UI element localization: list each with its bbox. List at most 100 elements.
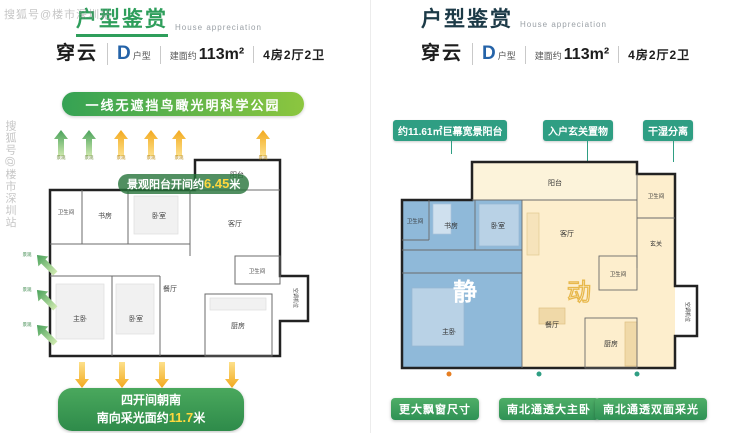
right-plan-furniture xyxy=(411,203,638,367)
right-header: 户型鉴赏 House appreciation xyxy=(421,8,607,34)
left-unit-area: 建面约 113m² xyxy=(159,46,245,64)
callout-foyer-storage: 入户玄关置物 xyxy=(543,120,613,141)
view-arrow-icon xyxy=(82,130,96,156)
left-unit-layout: 4房2厅2卫 xyxy=(253,46,325,63)
south-note-value: 11.7 xyxy=(168,409,194,425)
right-type-word: 户型 xyxy=(497,51,516,61)
room-label-master: 主卧 xyxy=(442,327,456,336)
left-floor-plan: 卫生间 书房 卧室 阳台 客厅 卫生间 餐厅 主卧 卧室 厨房 空调机位 xyxy=(23,130,310,388)
feature-dot-orange xyxy=(446,371,452,377)
room-label-kitchen: 厨房 xyxy=(231,321,245,330)
right-type-letter: D xyxy=(482,43,496,64)
room-label-balcony: 阳台 xyxy=(548,178,562,187)
svg-text:景观: 景观 xyxy=(57,155,66,161)
feature-pill-baywindow: 更大飘窗尺寸 xyxy=(391,398,479,420)
room-label-bath1: 卫生间 xyxy=(407,217,424,225)
panel-right: 户型鉴赏 House appreciation 穿云 D 户型 建面约 113m… xyxy=(370,0,740,433)
right-unit-type: D 户型 xyxy=(472,43,516,65)
room-label-master: 主卧 xyxy=(73,314,87,323)
left-page-title: 户型鉴赏 xyxy=(76,8,168,38)
room-label-ac: 空调机位 xyxy=(292,288,299,308)
zone-quiet-char: 静 xyxy=(453,279,477,306)
callout-connector xyxy=(673,138,674,162)
svg-text:景观: 景观 xyxy=(23,252,32,258)
south-facing-note: 四开间朝南 南向采光面约11.7米 xyxy=(58,388,244,431)
right-unit-area: 建面约 113m² xyxy=(524,46,610,64)
right-plan-room-labels: 卫生间 书房 卧室 阳台 客厅 主卧 餐厅 厨房 卫生间 卫生间 玄关 空调机位 xyxy=(407,178,691,348)
view-arrow-labels-top: 景观 景观 景观 景观 景观 景观 xyxy=(57,155,268,161)
feature-dots xyxy=(446,371,640,377)
feature-dot-teal xyxy=(634,371,640,377)
room-label-bath2: 卫生间 xyxy=(249,267,266,275)
room-label-living: 客厅 xyxy=(560,229,574,238)
right-plan-outline xyxy=(400,160,699,370)
room-label-bedroom: 卧室 xyxy=(491,221,505,230)
room-label-bath3: 卫生间 xyxy=(648,192,665,200)
right-page-title-en: House appreciation xyxy=(520,20,607,30)
right-unit-name: 穿云 xyxy=(421,43,464,64)
svg-text:景观: 景观 xyxy=(175,155,184,161)
balcony-note-prefix: 景观阳台开间约 xyxy=(127,179,204,191)
svg-text:景观: 景观 xyxy=(85,155,94,161)
callout-balcony: 约11.61㎡巨幕宽景阳台 xyxy=(393,120,508,141)
right-plan-partitions xyxy=(402,174,675,369)
south-arrow-icon xyxy=(115,362,129,388)
balcony-note-suffix: 米 xyxy=(229,179,241,191)
right-floor-plan: 卫生间 书房 卧室 阳台 客厅 主卧 餐厅 厨房 卫生间 卫生间 玄关 空调机位… xyxy=(400,160,699,377)
room-label-foyer: 玄关 xyxy=(650,240,662,248)
view-arrows-top xyxy=(54,130,270,156)
room-label-study: 书房 xyxy=(444,221,458,230)
left-page-title-en: House appreciation xyxy=(175,23,262,33)
left-plan-furniture xyxy=(55,195,267,340)
left-area-prefix: 建面约 xyxy=(169,51,197,61)
callout-wet-dry: 干湿分离 xyxy=(643,120,693,141)
panel-left: 户型鉴赏 House appreciation 穿云 D 户型 建面约 113m… xyxy=(23,8,325,431)
left-header: 户型鉴赏 House appreciation xyxy=(76,8,262,38)
left-type-word: 户型 xyxy=(132,51,151,61)
south-arrow-icon xyxy=(155,362,169,388)
right-unit-layout: 4房2厅2卫 xyxy=(618,46,690,63)
room-label-study: 书房 xyxy=(98,211,112,220)
callout-connector xyxy=(587,138,588,174)
view-arrow-icon xyxy=(144,130,158,156)
view-arrow-icon xyxy=(256,130,270,156)
zone-characters: 静 动 xyxy=(453,279,591,307)
view-arrow-icon xyxy=(54,130,68,156)
right-area-value: 113m² xyxy=(563,46,610,63)
left-unit-type: D 户型 xyxy=(107,43,151,65)
left-type-letter: D xyxy=(117,43,131,64)
right-unit-subtitle: 穿云 D 户型 建面约 113m² 4房2厅2卫 xyxy=(421,38,690,65)
svg-text:景观: 景观 xyxy=(117,155,126,161)
zone-active-char: 动 xyxy=(567,279,591,306)
left-feature-banner: 一线无遮挡鸟瞰光明科学公园 xyxy=(62,92,304,116)
room-label-dining: 餐厅 xyxy=(163,284,177,293)
balcony-width-note: 景观阳台开间约6.45米 xyxy=(118,174,250,194)
south-arrow-icon xyxy=(75,362,89,388)
south-arrows-bottom xyxy=(75,362,239,388)
south-note-line1: 四开间朝南 xyxy=(120,393,181,407)
balcony-note-value: 6.45 xyxy=(204,176,230,191)
room-label-living: 客厅 xyxy=(228,219,242,228)
left-plan-partitions xyxy=(50,189,281,357)
feature-dot-teal xyxy=(536,371,542,377)
room-label-bath1: 卫生间 xyxy=(58,208,75,216)
svg-text:景观: 景观 xyxy=(147,155,156,161)
svg-text:景观: 景观 xyxy=(259,155,268,161)
svg-text:景观: 景观 xyxy=(23,287,32,293)
feature-pill-lighting: 南北通透双面采光 xyxy=(595,398,707,420)
view-arrow-icon xyxy=(172,130,186,156)
room-label-bedroom2: 卧室 xyxy=(129,314,143,323)
south-note-line2: 南向采光面约11.7米 xyxy=(96,409,206,425)
left-unit-subtitle: 穿云 D 户型 建面约 113m² 4房2厅2卫 xyxy=(56,38,325,65)
view-arrow-labels-left: 景观 景观 景观 xyxy=(23,252,32,328)
room-label-kitchen: 厨房 xyxy=(604,339,618,348)
feature-pill-master: 南北通透大主卧 xyxy=(499,398,599,420)
room-label-bath2: 卫生间 xyxy=(610,270,627,278)
right-area-prefix: 建面约 xyxy=(534,51,562,61)
room-label-ac: 空调机位 xyxy=(684,302,691,322)
zone-balcony xyxy=(472,162,637,200)
south-arrow-icon xyxy=(225,362,239,388)
left-area-value: 113m² xyxy=(198,46,245,63)
svg-text:景观: 景观 xyxy=(23,322,32,328)
